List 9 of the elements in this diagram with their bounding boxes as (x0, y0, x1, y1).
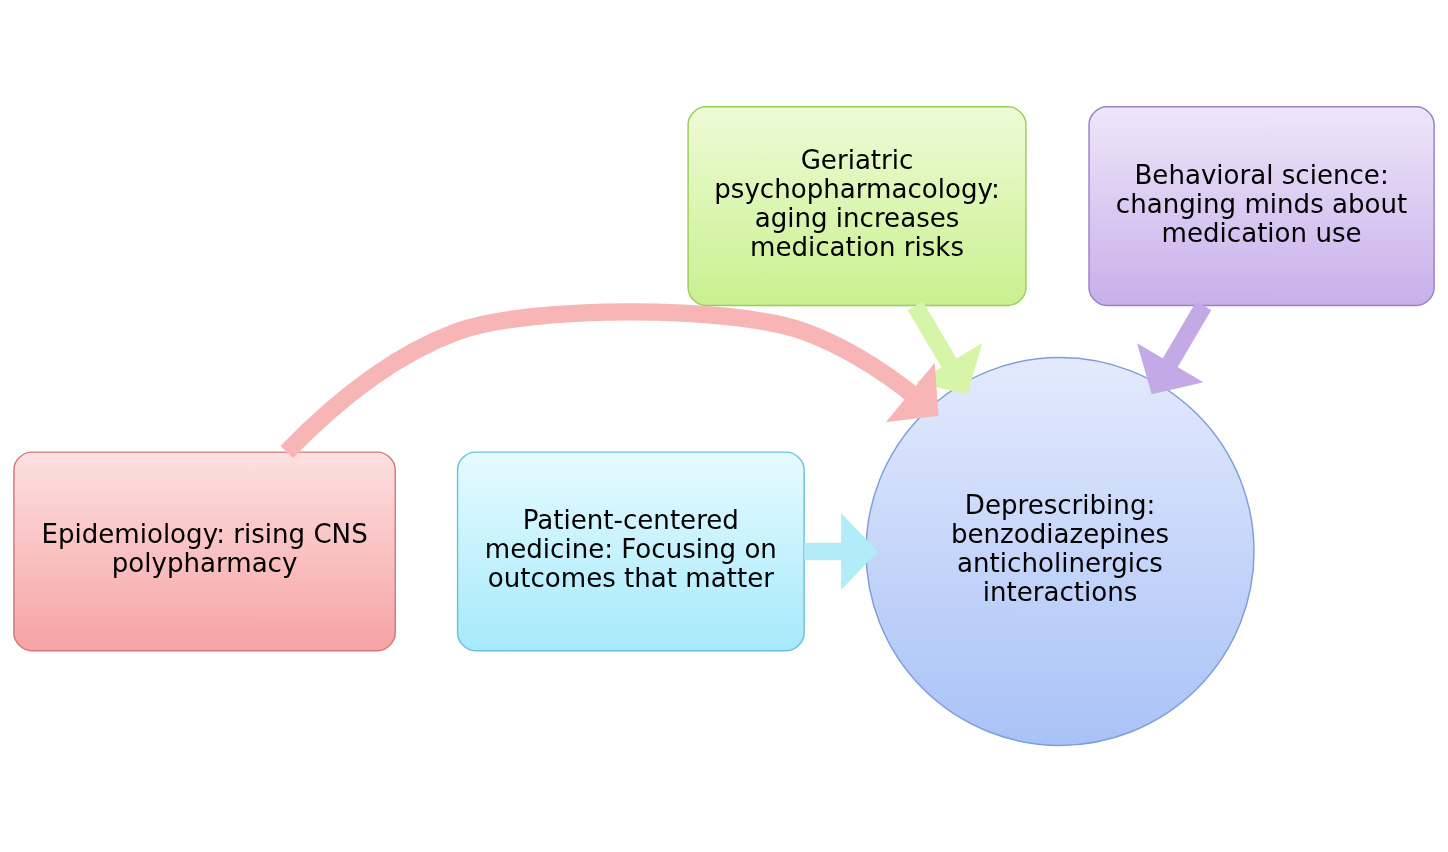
arrow (1137, 301, 1212, 395)
arrow (907, 301, 983, 395)
arrow (280, 303, 939, 459)
node-box: Geriatric psychopharmacology: aging increases medication risks (687, 106, 1027, 307)
arrow (804, 512, 878, 590)
node-box: Behavioral science: changing minds about medication use (1088, 106, 1435, 307)
node-box: Epidemiology: rising CNS polypharmacy (13, 451, 396, 652)
node-circle: Deprescribing: benzodiazepines anticholinergics interactions (865, 356, 1255, 747)
node-box: Patient-centered medicine: Focusing on outcomes that matter (456, 451, 805, 652)
